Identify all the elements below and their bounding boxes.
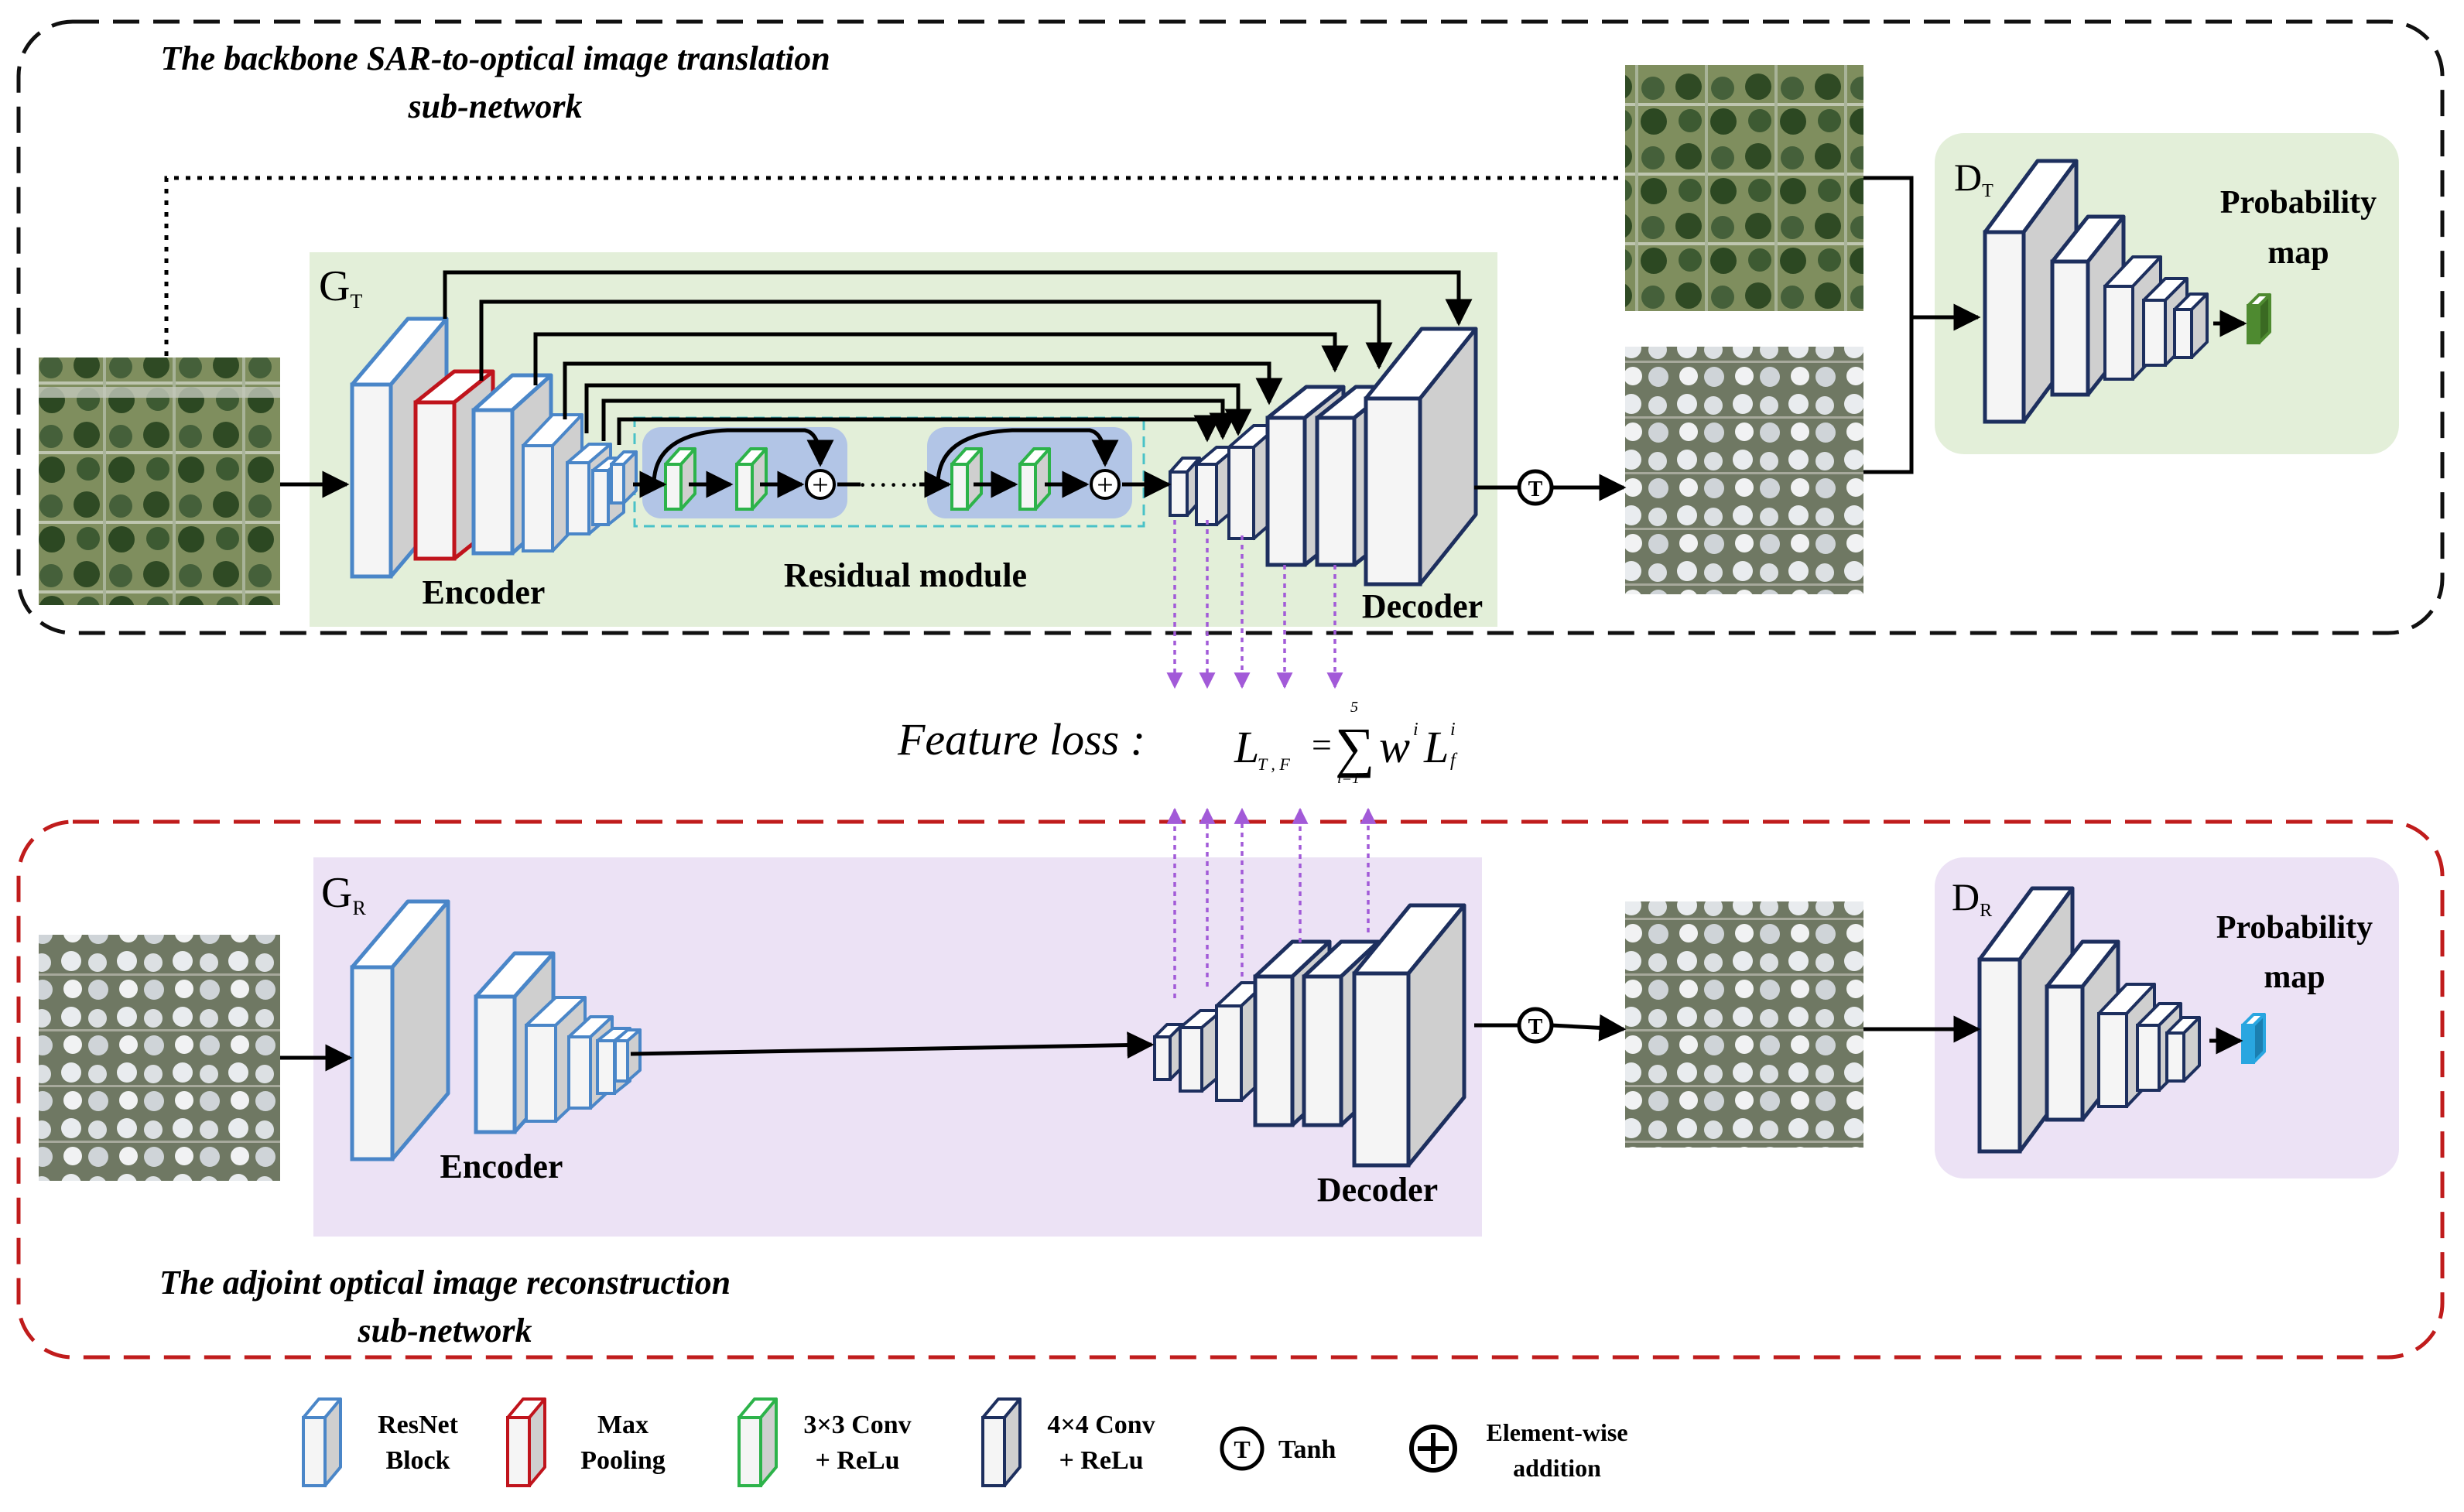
element-wise-addition-1: + [805, 469, 836, 501]
legend-maxpool-icon [506, 1397, 546, 1487]
network-blocks [302, 159, 2271, 1487]
svg-text:T , F: T , F [1258, 754, 1290, 774]
legend-conv4-icon [981, 1397, 1022, 1487]
bottom-decoder-block-1 [1153, 1023, 1184, 1081]
legend-resnet-line1: ResNet [378, 1411, 459, 1439]
bottom-decoder-label: Decoder [1317, 1171, 1438, 1209]
legend-conv4-line1: 4×4 Conv [1047, 1411, 1155, 1439]
svg-text:T: T [1528, 1015, 1543, 1039]
svg-text:w: w [1379, 721, 1410, 772]
svg-text:i: i [1450, 720, 1456, 740]
legend-maxpool-line1: Max [597, 1411, 649, 1439]
legend-conv3-icon [737, 1397, 778, 1487]
tanh-top: T [1517, 469, 1554, 506]
top-generator-label: GT [319, 262, 362, 313]
res2-conv3-a [950, 447, 983, 511]
legend-tanh-label: Tanh [1278, 1435, 1336, 1464]
bottom-title-line1: The adjoint optical image reconstruction [159, 1264, 731, 1302]
top-generated-optical-image [1625, 347, 1863, 594]
bottom-disc-block-5 [2165, 1016, 2201, 1083]
tanh-bottom: T [1517, 1007, 1554, 1044]
feature-loss-formula: L T , F = ∑ 5 i=1 w i L i f [1234, 699, 1458, 787]
top-probability-label-line1: Probability [2220, 185, 2377, 221]
res1-conv3-b [735, 447, 768, 511]
feature-loss-arrows [1166, 520, 1377, 998]
top-probability-label-line2: map [2267, 235, 2329, 271]
svg-text:+: + [1097, 469, 1113, 501]
svg-text:∑: ∑ [1335, 717, 1374, 778]
bottom-generator-label: GR [321, 869, 366, 919]
svg-text:L: L [1423, 722, 1449, 772]
svg-text:f: f [1450, 751, 1458, 771]
top-probability-map-block [2247, 293, 2271, 344]
legend-conv3-line1: 3×3 Conv [803, 1411, 911, 1439]
sar-input-image [39, 357, 280, 605]
bottom-title-line2: sub-network [358, 1312, 532, 1350]
svg-text:+: + [812, 469, 828, 501]
top-decoder-label: Decoder [1362, 587, 1483, 625]
top-flow-arrows [280, 176, 2247, 501]
top-title-line1: The backbone SAR-to-optical image transl… [160, 39, 830, 77]
sar-dotted-connector [164, 176, 1625, 356]
top-encoder-block-5 [610, 450, 638, 505]
legend-resnet-icon [302, 1397, 342, 1487]
svg-text:i: i [1413, 720, 1419, 740]
bottom-reconstructed-image [1625, 901, 1863, 1148]
legend-tanh-icon: T [1220, 1426, 1265, 1471]
bottom-probability-label-line2: map [2264, 960, 2325, 995]
top-disc-block-5 [2173, 292, 2209, 359]
top-title-line2: sub-network [408, 87, 583, 125]
svg-text:=: = [1309, 725, 1333, 765]
top-encoder-label: Encoder [423, 573, 546, 611]
legend-addition-icon [1409, 1425, 1457, 1473]
bottom-discriminator-label: DR [1952, 875, 1992, 921]
feature-loss-label: Feature loss : [897, 714, 1145, 765]
legend-add-line1: Element-wise [1486, 1418, 1627, 1446]
top-real-sar-image [1625, 65, 1863, 311]
legend: ResNet Block Max Pooling 3×3 Conv + ReLu… [378, 1411, 1627, 1482]
top-disc-block-1 [1983, 159, 2079, 424]
top-decoder-block-6 [1364, 327, 1478, 587]
residual-ellipsis: ······ [857, 467, 919, 502]
legend-resnet-line2: Block [385, 1446, 450, 1475]
legend-conv4-line2: + ReLu [1059, 1446, 1143, 1475]
bottom-encoder-resnet-block [350, 899, 450, 1161]
legend-maxpool-line2: Pooling [580, 1446, 666, 1475]
svg-text:L: L [1234, 722, 1259, 772]
element-wise-addition-2: + [1090, 469, 1121, 501]
legend-conv3-line2: + ReLu [815, 1446, 899, 1475]
skip-connections [443, 270, 1473, 445]
svg-text:i=1: i=1 [1337, 770, 1360, 787]
res2-conv3-b [1018, 447, 1051, 511]
bottom-decoder-block-6 [1352, 903, 1466, 1168]
legend-add-line2: addition [1513, 1454, 1601, 1482]
res1-conv3-a [664, 447, 696, 511]
svg-text:5: 5 [1350, 699, 1358, 716]
top-dashed-container [16, 19, 2445, 635]
bottom-probability-label-line1: Probability [2216, 910, 2373, 946]
top-discriminator-label: DT [1954, 156, 1993, 201]
bottom-probability-map-block [2241, 1013, 2266, 1064]
top-disc-block-4 [2142, 277, 2189, 367]
bottom-encoder-label: Encoder [440, 1148, 563, 1185]
bottom-flow-arrows [280, 1014, 2243, 1072]
optical-input-image [39, 935, 280, 1181]
bottom-dashed-container [16, 819, 2445, 1360]
residual-module-label: Residual module [784, 556, 1027, 594]
svg-text:T: T [1234, 1435, 1250, 1463]
svg-text:T: T [1528, 477, 1543, 501]
